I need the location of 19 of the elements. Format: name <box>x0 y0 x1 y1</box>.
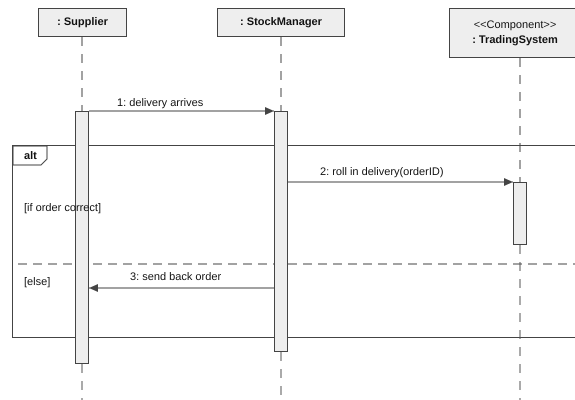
activation-bar <box>513 182 527 245</box>
participant-name: : Supplier <box>57 15 108 30</box>
stereotype-label: <<Component>> <box>474 18 556 33</box>
participant-box <box>449 8 575 58</box>
edge-label: 2: roll in delivery(orderID) <box>319 166 444 178</box>
participant-name: : StockManager <box>240 15 322 30</box>
message-arrow <box>288 178 514 186</box>
edge-label: 3: send back order <box>129 271 222 283</box>
message-arrow <box>88 284 274 292</box>
participant-box <box>38 8 127 37</box>
activation-bar <box>274 111 288 352</box>
participant-box <box>217 8 345 37</box>
operator-label: alt <box>24 150 37 162</box>
participant-name: : TradingSystem <box>472 33 558 48</box>
fragment-frame <box>12 145 575 338</box>
message-arrow <box>88 107 274 115</box>
guard-condition: [else] <box>24 276 50 288</box>
lifeline <box>280 36 282 112</box>
edge-label: 1: delivery arrives <box>116 97 204 109</box>
